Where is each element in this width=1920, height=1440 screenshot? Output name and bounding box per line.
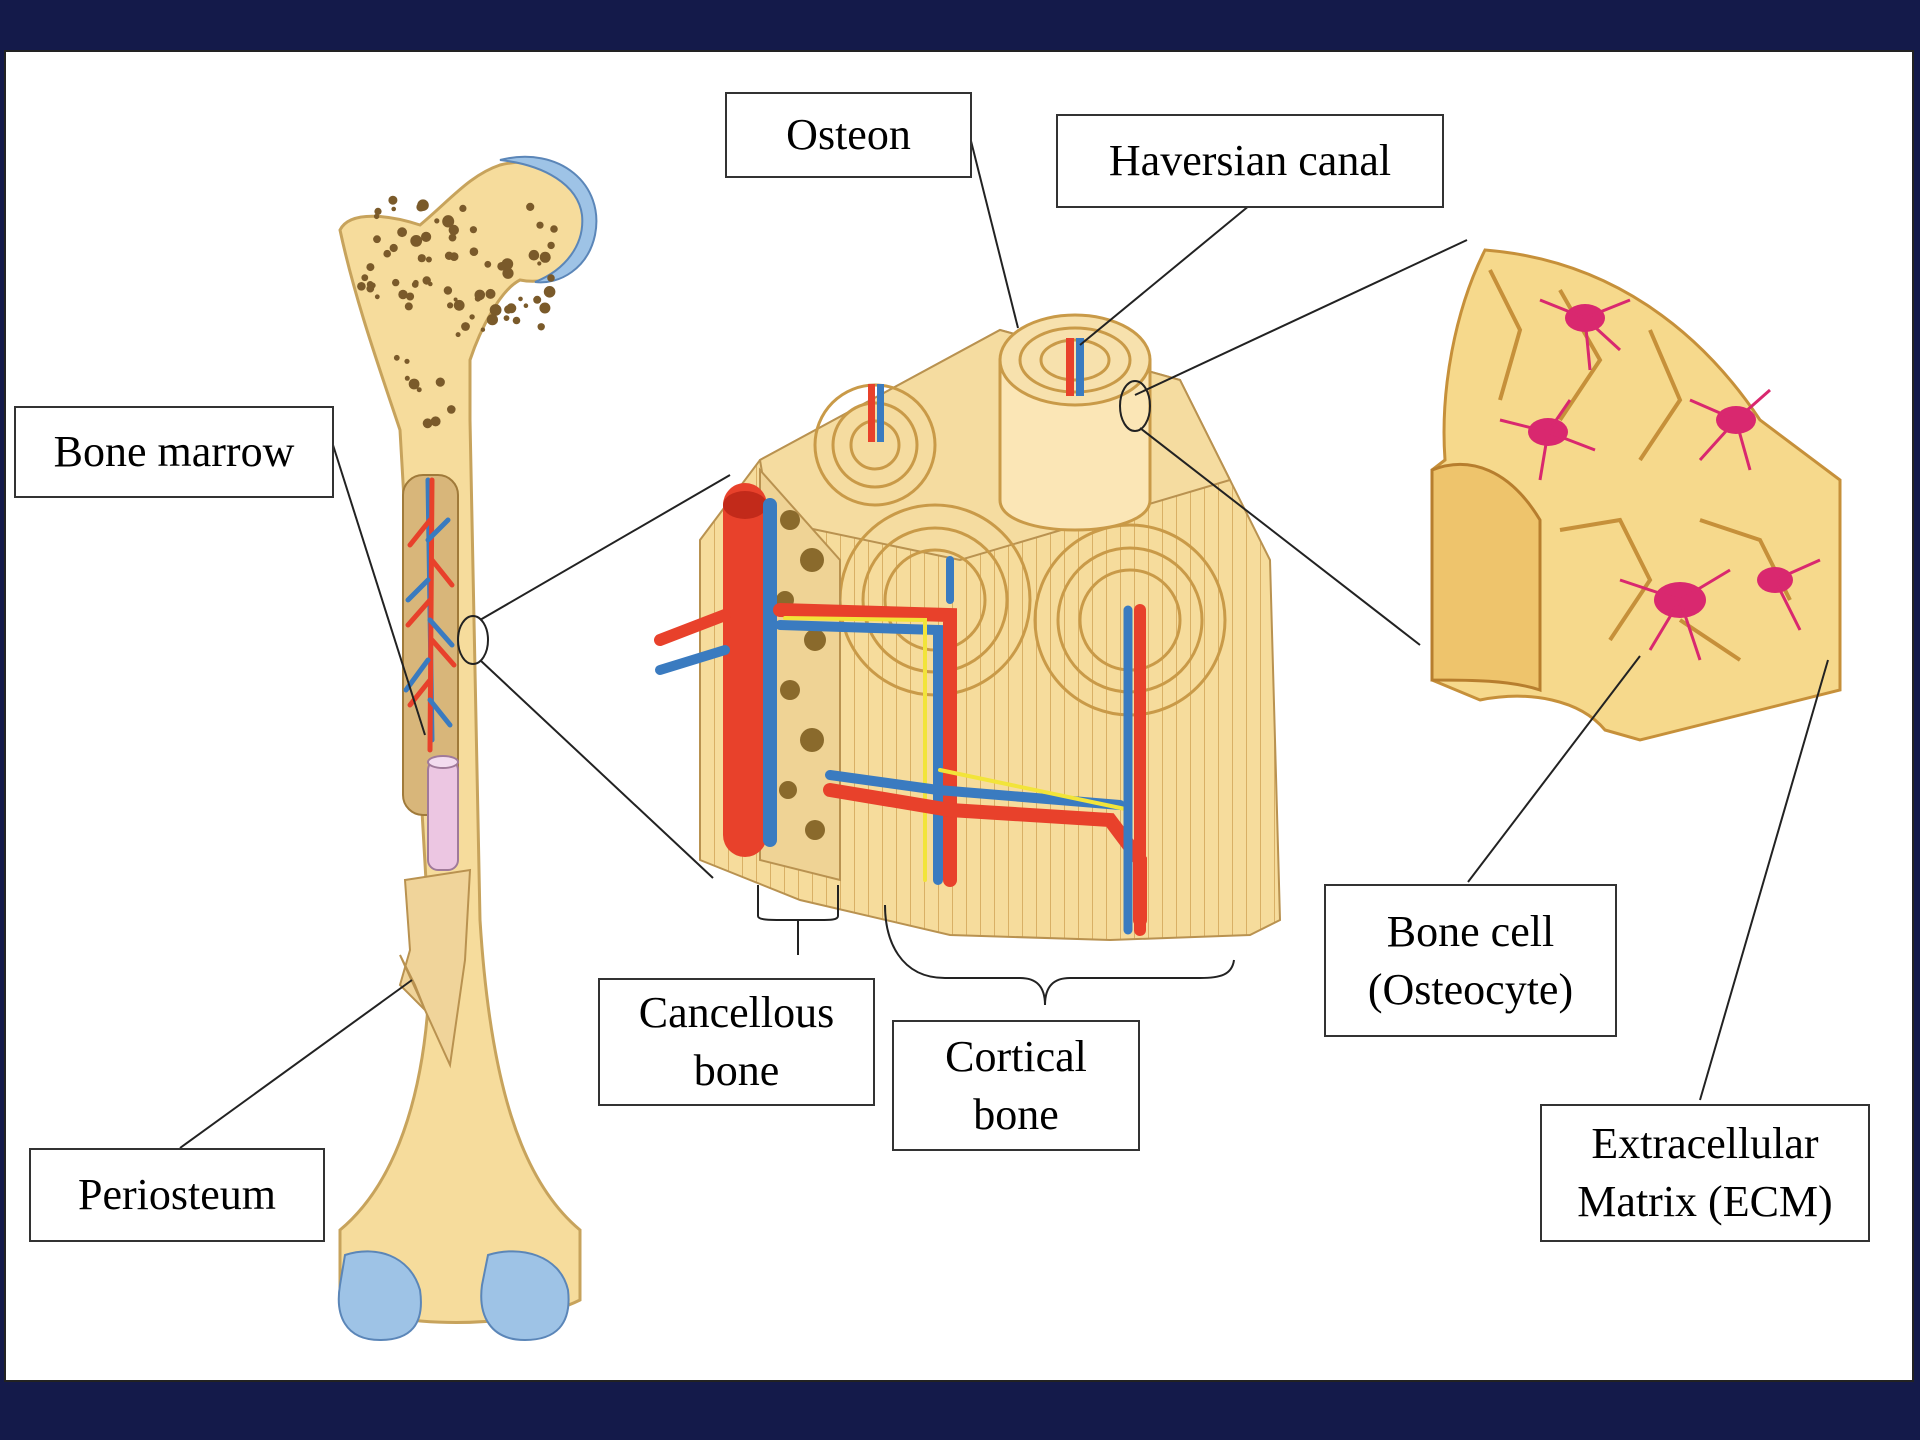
- spongy-pore: [537, 261, 541, 265]
- spongy-pore: [397, 227, 407, 237]
- label-extracellular-matrix: Extracellular Matrix (ECM): [1540, 1104, 1870, 1242]
- label-bone-cell: Bone cell (Osteocyte): [1324, 884, 1617, 1037]
- spongy-pore: [444, 286, 452, 294]
- spongy-pore: [450, 252, 459, 261]
- spongy-pore: [469, 314, 474, 319]
- spongy-pore: [526, 203, 534, 211]
- spongy-pore: [404, 359, 409, 364]
- label-cortical-bone: Cortical bone: [892, 1020, 1140, 1151]
- spongy-pore: [424, 204, 428, 208]
- spongy-pore: [447, 302, 453, 308]
- spongy-pore: [461, 322, 470, 331]
- spongy-pore: [423, 276, 431, 284]
- label-cancellous-bone: Cancellous bone: [598, 978, 875, 1106]
- spongy-pore: [550, 225, 558, 233]
- spongy-pore: [497, 262, 506, 271]
- spongy-pore: [361, 274, 368, 281]
- label-haversian-canal: Haversian canal: [1056, 114, 1444, 208]
- spongy-pore: [434, 218, 439, 223]
- spongy-pore: [544, 286, 556, 298]
- spongy-pore: [539, 303, 550, 314]
- spongy-pore: [410, 235, 422, 247]
- femur-illustration: [339, 157, 597, 1340]
- spongy-pore: [475, 290, 486, 301]
- spongy-pore: [443, 215, 454, 226]
- spongy-pore: [490, 316, 495, 321]
- spongy-pore: [518, 297, 523, 302]
- spongy-pore: [367, 281, 374, 288]
- spongy-pore: [394, 355, 400, 361]
- marrow-sleeve: [428, 760, 458, 870]
- spongy-pore: [388, 196, 397, 205]
- spongy-pore: [486, 289, 496, 299]
- label-bone-marrow: Bone marrow: [14, 406, 334, 498]
- spongy-pore: [533, 296, 541, 304]
- spongy-pore: [366, 263, 374, 271]
- spongy-pore: [405, 376, 410, 381]
- spongy-pore: [459, 205, 466, 212]
- osteocyte-magnified: [1432, 250, 1840, 740]
- bone-tissue-section: [660, 315, 1280, 951]
- spongy-pore: [484, 261, 491, 268]
- spongy-pore: [406, 293, 414, 301]
- spongy-pore: [412, 281, 419, 288]
- spongy-pore: [390, 244, 398, 252]
- spongy-pore: [449, 225, 459, 235]
- spongy-pore: [391, 207, 396, 212]
- label-periosteum: Periosteum: [29, 1148, 325, 1242]
- spongy-pore: [357, 282, 366, 291]
- spongy-pore: [374, 208, 381, 215]
- spongy-pore: [490, 304, 502, 316]
- spongy-pore: [373, 235, 381, 243]
- spongy-pore: [513, 317, 521, 325]
- spongy-pore: [418, 254, 426, 262]
- lacuna-cutaway: [1432, 464, 1540, 690]
- spongy-pore: [547, 242, 554, 249]
- spongy-pore: [454, 300, 465, 311]
- spongy-pore: [374, 214, 379, 219]
- spongy-pore: [449, 234, 457, 242]
- spongy-pore: [403, 292, 407, 296]
- spongy-pore: [431, 416, 441, 426]
- label-osteon: Osteon: [725, 92, 972, 178]
- spongy-pore: [456, 332, 461, 337]
- spongy-pore: [426, 257, 432, 263]
- spongy-pore: [392, 279, 399, 286]
- spongy-pore: [504, 305, 512, 313]
- spongy-pore: [405, 302, 413, 310]
- spongy-pore: [538, 323, 545, 330]
- spongy-pore: [375, 294, 380, 299]
- spongy-pore: [447, 405, 456, 414]
- spongy-pore: [454, 298, 458, 302]
- spongy-pore: [540, 252, 551, 263]
- spongy-pore: [481, 328, 485, 332]
- spongy-pore: [417, 387, 422, 392]
- spongy-pore: [547, 274, 555, 282]
- spongy-pore: [529, 250, 540, 261]
- spongy-pore: [470, 226, 477, 233]
- femur-outline: [340, 162, 588, 1322]
- spongy-pore: [524, 303, 529, 308]
- spongy-pore: [421, 232, 431, 242]
- spongy-pore: [536, 222, 543, 229]
- spongy-pore: [470, 247, 479, 256]
- osteon-cylinder: [1000, 315, 1150, 530]
- spongy-pore: [383, 250, 391, 258]
- spongy-pore: [436, 378, 445, 387]
- spongy-pore: [504, 315, 510, 321]
